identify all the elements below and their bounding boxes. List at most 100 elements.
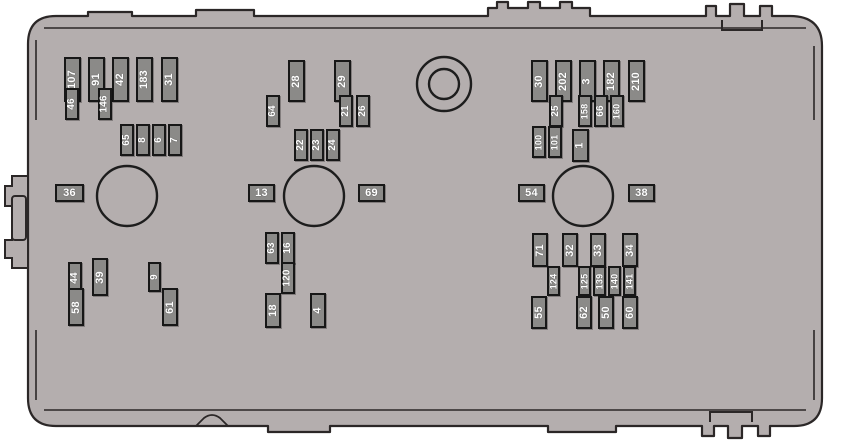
fuse-slot-63[interactable]: 63 xyxy=(265,232,279,264)
fuse-label: 182 xyxy=(605,71,618,91)
fuse-slot-33[interactable]: 33 xyxy=(590,233,606,267)
fuse-slot-38[interactable]: 38 xyxy=(628,184,655,202)
fuse-slot-9[interactable]: 9 xyxy=(148,262,161,292)
fuse-slot-60[interactable]: 60 xyxy=(622,296,638,329)
fuse-label: 39 xyxy=(93,270,106,284)
fuse-slot-120[interactable]: 120 xyxy=(281,262,295,294)
fuse-slot-160[interactable]: 160 xyxy=(610,95,624,127)
fuse-slot-39[interactable]: 39 xyxy=(92,258,108,296)
fuse-slot-61[interactable]: 61 xyxy=(162,288,178,326)
fuse-label: 61 xyxy=(163,300,176,314)
relay-ring-outer-top xyxy=(415,55,473,113)
fuse-label: 107 xyxy=(66,70,79,89)
fuse-label: 140 xyxy=(609,273,619,289)
fuse-label: 202 xyxy=(557,71,570,91)
fuse-label: 24 xyxy=(327,139,338,151)
fuse-label: 141 xyxy=(624,273,634,289)
fuse-slot-1[interactable]: 1 xyxy=(572,129,589,162)
fuse-slot-140[interactable]: 140 xyxy=(608,266,621,296)
fuse-label: 3 xyxy=(580,77,593,85)
fuse-slot-16[interactable]: 16 xyxy=(281,232,295,264)
fuse-slot-22[interactable]: 22 xyxy=(294,129,308,161)
fuse-slot-25[interactable]: 25 xyxy=(549,95,563,127)
fuse-slot-65[interactable]: 65 xyxy=(120,124,134,156)
fuse-label: 46 xyxy=(66,98,77,110)
fuse-label: 33 xyxy=(591,243,604,257)
fuse-slot-158[interactable]: 158 xyxy=(578,95,592,127)
fuse-slot-183[interactable]: 183 xyxy=(136,57,153,102)
fuse-slot-202[interactable]: 202 xyxy=(555,60,572,102)
fuse-label: 60 xyxy=(623,306,636,319)
fuse-label: 18 xyxy=(266,304,279,317)
fuse-slot-8[interactable]: 8 xyxy=(136,124,150,156)
fuse-slot-141[interactable]: 141 xyxy=(623,266,636,296)
fuse-slot-58[interactable]: 58 xyxy=(68,288,84,326)
fuse-label: 158 xyxy=(579,103,590,119)
fuse-label: 28 xyxy=(289,74,302,88)
relay-circle-right xyxy=(551,164,615,228)
fuse-slot-28[interactable]: 28 xyxy=(288,60,305,102)
fuse-label: 124 xyxy=(548,273,558,289)
fuse-slot-23[interactable]: 23 xyxy=(310,129,324,161)
fuse-slot-50[interactable]: 50 xyxy=(598,296,614,329)
fuse-label: 62 xyxy=(577,306,590,319)
relay-circle-middle xyxy=(282,164,346,228)
fuse-label: 31 xyxy=(162,73,175,86)
fuse-label: 36 xyxy=(63,186,76,199)
fuse-label: 55 xyxy=(532,306,545,319)
fuse-slot-7[interactable]: 7 xyxy=(168,124,182,156)
fuse-label: 21 xyxy=(340,105,351,117)
fuse-slot-55[interactable]: 55 xyxy=(531,296,547,329)
fuse-slot-124[interactable]: 124 xyxy=(547,266,560,296)
fuse-label: 42 xyxy=(113,73,126,86)
fuse-slot-62[interactable]: 62 xyxy=(576,296,592,329)
fuse-slot-125[interactable]: 125 xyxy=(578,266,591,296)
fuse-slot-6[interactable]: 6 xyxy=(152,124,166,156)
fuse-slot-146[interactable]: 146 xyxy=(98,88,112,120)
fuse-slot-32[interactable]: 32 xyxy=(562,233,578,267)
fuse-label: 1 xyxy=(573,142,586,149)
fuse-slot-13[interactable]: 13 xyxy=(248,184,275,202)
fuse-label: 91 xyxy=(89,73,102,86)
fuse-label: 65 xyxy=(121,134,132,146)
fuse-slot-139[interactable]: 139 xyxy=(593,266,606,296)
fuse-label: 29 xyxy=(335,74,348,88)
fuse-slot-66[interactable]: 66 xyxy=(594,95,608,127)
fuse-slot-69[interactable]: 69 xyxy=(358,184,385,202)
fuse-label: 58 xyxy=(69,300,82,314)
fuse-slot-101[interactable]: 101 xyxy=(548,126,562,158)
fuse-label: 7 xyxy=(168,137,180,143)
fuse-label: 160 xyxy=(611,103,622,119)
fuse-label: 71 xyxy=(533,243,546,257)
fuse-slot-42[interactable]: 42 xyxy=(112,57,129,102)
fuse-slot-210[interactable]: 210 xyxy=(628,60,645,102)
fuse-slot-34[interactable]: 34 xyxy=(622,233,638,267)
fuse-slot-100[interactable]: 100 xyxy=(532,126,546,158)
fuse-label: 54 xyxy=(525,186,538,199)
fuse-label: 4 xyxy=(311,307,324,314)
fuse-slot-24[interactable]: 24 xyxy=(326,129,340,161)
fuse-slot-30[interactable]: 30 xyxy=(531,60,548,102)
fuse-label: 26 xyxy=(357,105,368,117)
fuse-slot-18[interactable]: 18 xyxy=(265,293,281,328)
relay-circle-left xyxy=(95,164,159,228)
fuse-label: 100 xyxy=(533,134,544,150)
fuse-slot-31[interactable]: 31 xyxy=(161,57,178,102)
fuse-slot-4[interactable]: 4 xyxy=(310,293,326,328)
fuse-label: 30 xyxy=(532,74,545,88)
fuse-slot-64[interactable]: 64 xyxy=(266,95,280,127)
fuse-slot-26[interactable]: 26 xyxy=(356,95,370,127)
fuse-label: 9 xyxy=(148,274,160,280)
fuse-label: 63 xyxy=(266,242,277,254)
fuse-label: 69 xyxy=(365,186,378,199)
fuse-slot-36[interactable]: 36 xyxy=(55,184,84,202)
fuse-label: 34 xyxy=(623,243,636,257)
fuse-label: 146 xyxy=(99,95,111,113)
fuse-slot-71[interactable]: 71 xyxy=(532,233,548,267)
fuse-slot-54[interactable]: 54 xyxy=(518,184,545,202)
fuse-slot-46[interactable]: 46 xyxy=(65,88,79,120)
fuse-slot-21[interactable]: 21 xyxy=(339,95,353,127)
fuse-label: 22 xyxy=(295,139,306,151)
fuse-label: 50 xyxy=(599,306,612,319)
